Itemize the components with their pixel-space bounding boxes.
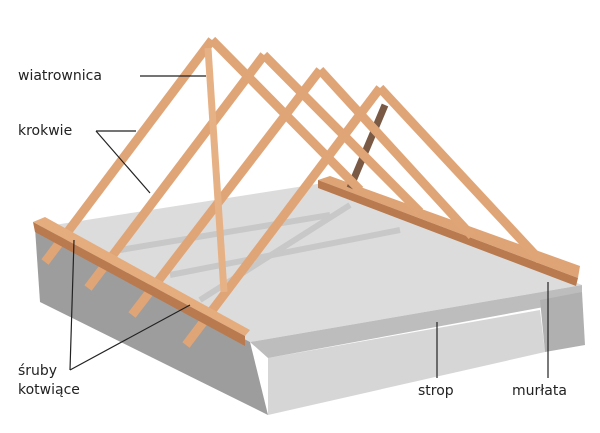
slab-right-leg: [540, 292, 585, 352]
slab-front-face: [250, 285, 582, 358]
rafters: [41, 36, 544, 348]
wall-plate-right: [318, 176, 580, 278]
wind-brace-back: [346, 103, 389, 190]
label-ceiling: strop: [418, 383, 454, 399]
wind-brace: [204, 47, 228, 293]
label-rafters: krokwie: [18, 123, 73, 139]
leader-lines: [69, 75, 549, 378]
slab-top: [35, 182, 582, 342]
slab-underside: [268, 310, 545, 415]
wall-plate-left: [33, 217, 250, 336]
label-wall-plate: murłata: [512, 383, 567, 399]
label-anchor-bolts-1: śruby: [18, 363, 58, 379]
label-wind-brace: wiatrownica: [18, 68, 102, 84]
label-anchor-bolts-2: kotwiące: [18, 382, 80, 398]
